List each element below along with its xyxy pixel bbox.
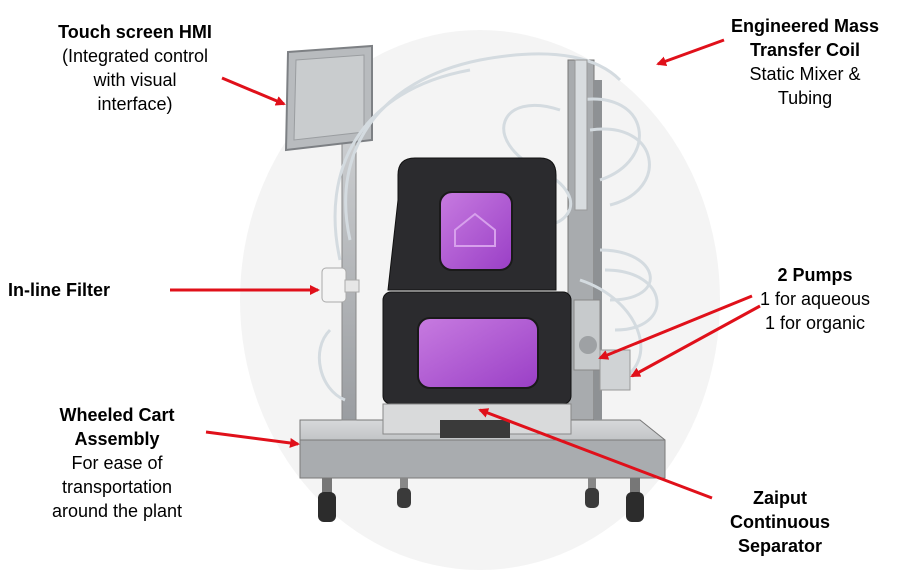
label-inline-filter: In-line Filter	[8, 278, 158, 302]
label-cart-line: around the plant	[51, 501, 183, 521]
arrow-coil	[656, 38, 725, 66]
cart-front-edge	[299, 439, 666, 479]
wheel-back-right	[585, 488, 599, 508]
label-touch-screen-hmi: Touch screen HMI (Integrated control wit…	[30, 20, 240, 116]
label-pumps-line: 1 for organic	[764, 313, 866, 333]
wheel-left	[318, 492, 336, 522]
separator-lower-window	[417, 317, 539, 389]
arrow-pump-aqueous	[598, 294, 753, 360]
label-zaiput-separator: Zaiput Continuous Separator	[700, 486, 860, 558]
label-hmi-line: (Integrated control	[61, 46, 209, 66]
label-coil-title: Engineered Mass	[730, 16, 880, 36]
arrow-hmi	[221, 76, 286, 106]
inline-filter	[321, 267, 360, 303]
arrow-separator	[478, 408, 713, 500]
label-pumps-title: 2 Pumps	[777, 265, 853, 285]
label-separator-title: Continuous	[730, 512, 830, 532]
annotation-arrows	[170, 38, 761, 500]
hmi-screen-bezel	[293, 54, 365, 141]
label-coil-line: Tubing	[777, 88, 833, 108]
arrow-pump-organic	[630, 304, 761, 378]
label-wheeled-cart: Wheeled Cart Assembly For ease of transp…	[22, 403, 212, 523]
separator-logo-mark	[454, 212, 496, 247]
label-cart-line: transportation	[61, 477, 173, 497]
label-cart-title: Wheeled Cart	[59, 405, 175, 425]
separator-upper-window	[439, 191, 513, 271]
zaiput-separator	[382, 157, 572, 438]
static-mixer	[574, 59, 588, 211]
label-cart-line: For ease of	[71, 453, 163, 473]
label-coil-title: Transfer Coil	[749, 40, 861, 60]
label-coil-line: Static Mixer &	[749, 64, 861, 84]
label-separator-title: Zaiput	[753, 488, 807, 508]
frame-rail-right-inner	[594, 80, 602, 420]
label-pumps: 2 Pumps 1 for aqueous 1 for organic	[740, 263, 890, 335]
label-filter-title: In-line Filter	[8, 280, 111, 300]
label-hmi-line: with visual	[93, 70, 177, 90]
separator-foot	[440, 420, 510, 438]
label-hmi-title: Touch screen HMI	[58, 22, 212, 42]
label-cart-title: Assembly	[74, 429, 160, 449]
label-pumps-line: 1 for aqueous	[759, 289, 871, 309]
label-mass-transfer-coil: Engineered Mass Transfer Coil Static Mix…	[720, 14, 890, 110]
wheel-back-left	[397, 488, 411, 508]
wheel-right	[626, 492, 644, 522]
label-separator-title: Separator	[737, 536, 823, 556]
label-hmi-line: interface)	[97, 94, 173, 114]
arrow-cart	[205, 430, 300, 448]
